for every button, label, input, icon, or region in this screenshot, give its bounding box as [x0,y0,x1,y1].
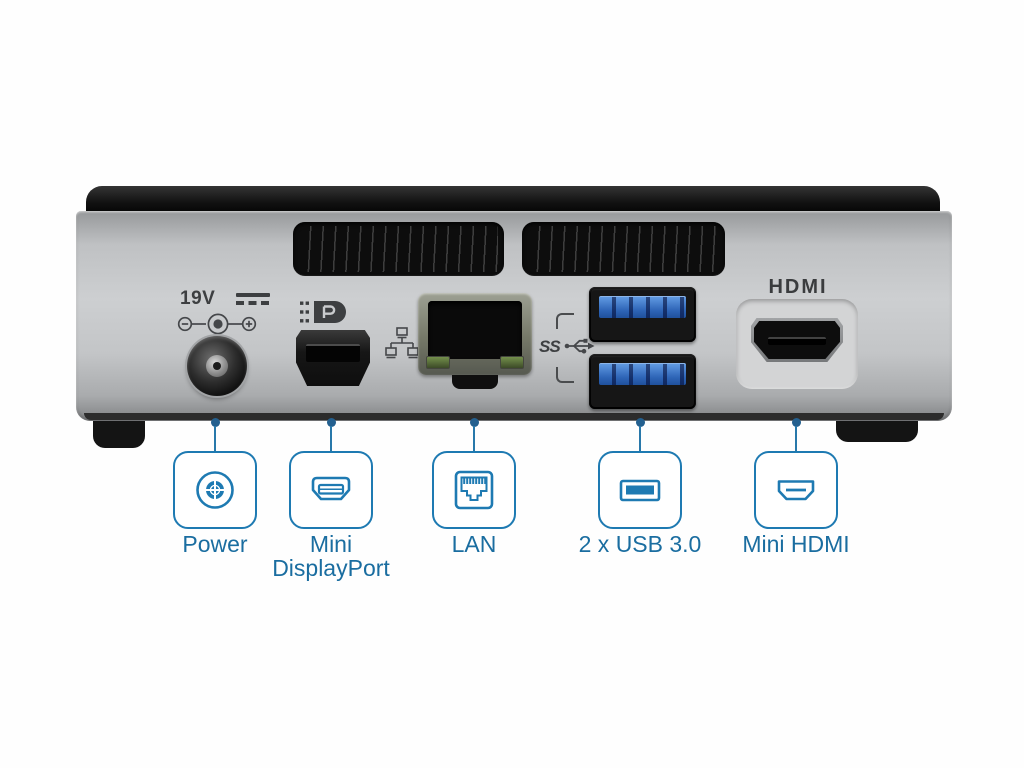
usb-trident-icon [564,338,595,354]
usb-group-bracket-bottom [556,367,574,383]
displayport-logo-icon [300,301,346,323]
callout-label: LAN [451,531,497,557]
vent-grille-right [522,222,725,276]
usb-connector-icon [619,479,661,502]
callout-usb: 2 x USB 3.0 [560,418,720,588]
callout-label: Power [182,531,248,557]
hdmi-logo: HDMI [768,276,828,298]
leader-dot [326,418,336,427]
leader-line [472,426,476,452]
mini-hdmi-recess [736,299,858,389]
usb3-tongue-bottom [599,363,686,385]
usb3-port-bottom [589,354,696,409]
power-jack [187,336,247,396]
lan-led-right [500,356,524,369]
callout-label: Mini HDMI [742,531,850,557]
leader-line [329,426,333,452]
usb3-ss-marking: SS [539,337,561,356]
callout-lan: LAN [394,418,554,588]
dc-power-icon [236,293,270,305]
mini-hdmi-slot [768,337,826,345]
mini-displayport-port [296,330,370,386]
leader-line [638,426,642,452]
ethernet-tree-icon [385,327,419,359]
callout-box [289,451,373,529]
voltage-marking: 19V [180,288,216,309]
lan-led-left [426,356,450,369]
callout-label: Mini DisplayPort [272,531,390,582]
usb3-tongue-top [599,296,686,318]
callout-mini-displayport: Mini DisplayPort [251,418,411,588]
callout-box [432,451,516,529]
usb-group-bracket-top [556,313,574,329]
callout-box [173,451,257,529]
power-connector-icon [196,471,234,509]
power-jack-pin [206,355,228,377]
usb3-port-top [589,287,696,342]
callout-mini-hdmi: Mini HDMI [716,418,876,588]
leader-line [794,426,798,452]
callout-box [754,451,838,529]
lan-rj45-icon [454,470,494,510]
mini-displayport-slot [306,344,360,362]
leader-line [213,426,217,452]
leader-dot [210,418,220,427]
hdmi-connector-icon [777,480,815,501]
leader-dot [791,418,801,427]
mini-hdmi-port [751,318,843,362]
vent-grille-left [293,222,504,276]
mini-hdmi-port-cavity [754,321,840,359]
callout-box [598,451,682,529]
callout-label: 2 x USB 3.0 [578,531,702,557]
mini-displayport-icon [311,476,351,501]
polarity-icon [177,313,257,335]
lan-port-cavity [428,301,522,359]
lan-port-tab [452,375,498,389]
leader-dot [469,418,479,427]
leader-dot [635,418,645,427]
lan-port [418,293,532,389]
callout-power: Power [135,418,295,588]
